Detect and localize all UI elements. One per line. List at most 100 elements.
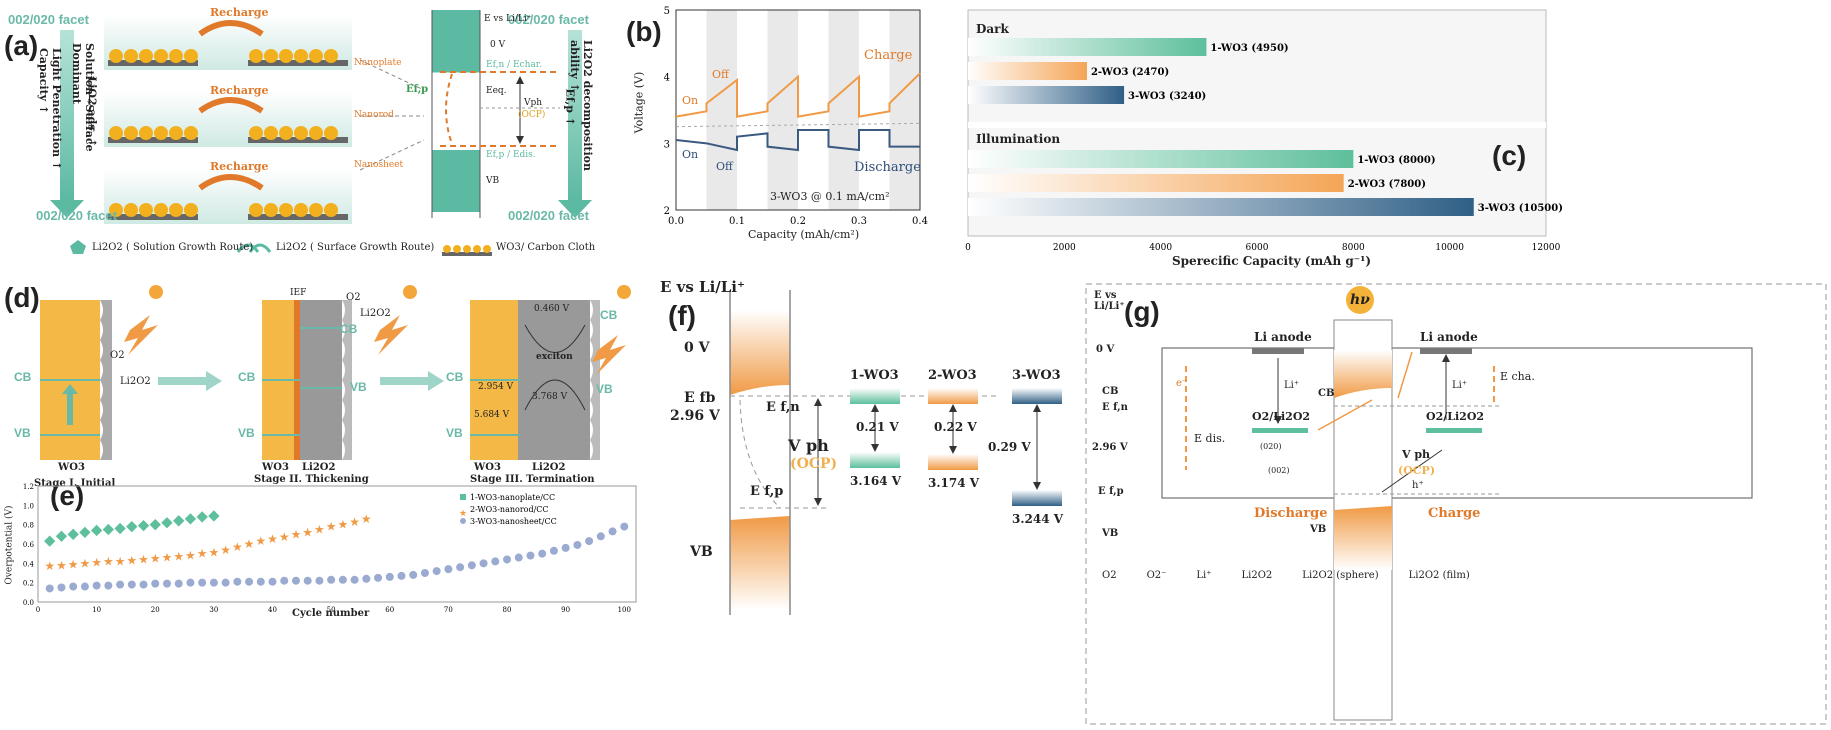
li-anode-label: Li anode [1420, 330, 1478, 344]
recharge-label: Recharge [210, 6, 269, 19]
facet-label: 002/020 facet [8, 12, 89, 27]
point-nanorod: ★ [302, 525, 313, 539]
point-nanoplate [126, 520, 138, 533]
series-line-charge [675, 72, 921, 118]
o2-label: O2 [110, 350, 125, 361]
energy-value: 5.684 V [474, 410, 510, 420]
point-nanosheet [514, 553, 523, 562]
bar [968, 150, 1354, 168]
point-nanorod: ★ [197, 547, 208, 561]
x-tick: 30 [209, 606, 218, 614]
substrate [248, 214, 348, 220]
y-tick: 0.6 [23, 541, 35, 549]
point-nanosheet [57, 583, 66, 592]
off-shade [828, 10, 859, 210]
wo3-sphere [139, 126, 153, 140]
vb-label: VB [14, 426, 31, 440]
wo3-sphere [124, 203, 138, 217]
zero-v-label: 0 V [684, 340, 710, 356]
legend-marker [460, 518, 466, 524]
point-nanosheet [92, 581, 101, 590]
wo3-sphere [264, 49, 278, 63]
edis-label: E dis. [1194, 432, 1226, 445]
e-vs-label: E vs Li/Li⁺ [1094, 290, 1125, 312]
li-plus-label: Li⁺ [1452, 380, 1468, 391]
eeq-label: Eeq. [486, 86, 507, 96]
point-nanorod: ★ [115, 554, 126, 568]
substrate [108, 60, 198, 66]
wo3-sphere [109, 203, 123, 217]
point-nanorod: ★ [80, 556, 91, 570]
group-divider [968, 122, 1546, 128]
efp-arrow-text: Ef,p ↑ [563, 88, 577, 126]
y-tick: 5 [664, 6, 670, 17]
wo3-sphere [249, 203, 263, 217]
wo3-sphere [184, 203, 198, 217]
gap-2: 0.22 V [934, 420, 977, 434]
vb-inner-label: VB [1310, 524, 1327, 535]
point-nanosheet [139, 580, 148, 589]
li2o2-label: Li2O2 [360, 308, 391, 319]
charge-label: Charge [864, 48, 913, 63]
vph-label: V ph [788, 436, 829, 455]
point-nanosheet [45, 584, 54, 593]
legend-entry: 2-WO3-nanorod/CC [470, 505, 549, 514]
legend-o2-minus: O2⁻ [1146, 570, 1167, 581]
point-nanosheet [362, 574, 371, 583]
x-tick: 8000 [1342, 243, 1365, 253]
nanorod-label: Nanorod [354, 110, 394, 120]
x-tick: 0 [965, 243, 971, 253]
point-nanoplate [67, 528, 79, 540]
point-nanosheet [467, 561, 476, 570]
bar-label: 1-WO3 (8000) [1357, 155, 1435, 166]
zero-v-label: 0 V [490, 40, 506, 50]
wo3-sphere [124, 126, 138, 140]
panel-g-label: (g) [1124, 296, 1160, 327]
x-tick: 10 [92, 606, 101, 614]
panel-c-label: (c) [1492, 140, 1527, 171]
gap-1: 0.21 V [856, 420, 899, 434]
efp-label: Ef,p [406, 84, 429, 95]
point-nanorod: ★ [232, 540, 243, 554]
wo3-sphere [169, 49, 183, 63]
x-tick: 40 [268, 606, 277, 614]
condition-label: 3-WO3 @ 0.1 mA/cm² [770, 190, 890, 203]
zero-v-label: 0 V [1096, 344, 1115, 355]
point-nanorod: ★ [314, 523, 325, 537]
li2o2-label: Li2O2 [120, 376, 151, 387]
panel-b-label: (b) [626, 16, 662, 47]
point-nanoplate [90, 524, 103, 537]
point-nanosheet [80, 582, 89, 591]
facet-label: 002/020 facet [508, 208, 589, 223]
wo3-sphere [139, 203, 153, 217]
wo3-label: WO3 [474, 462, 501, 473]
x-tick: 50 [327, 606, 336, 614]
wo3-sphere [294, 49, 308, 63]
lio2-ads-text: LiO2 ads. ↑ [85, 76, 99, 148]
cb-label: CB [238, 370, 256, 384]
legend-sphere [443, 245, 451, 253]
legend-sphere [483, 245, 491, 253]
e-vs-label: E vs Li/Li⁺ [484, 14, 532, 24]
recharge-label: Recharge [210, 84, 269, 97]
point-nanorod: ★ [91, 555, 102, 569]
wo3-sphere [264, 203, 278, 217]
point-nanosheet [608, 527, 617, 536]
nanosheet-label: Nanosheet [354, 160, 404, 170]
panel-e: (e) 1-WO3-nanoplate/CC★★★★★★★★★★★★★★★★★★… [0, 480, 660, 730]
point-nanorod: ★ [44, 559, 55, 573]
legend-sphere [473, 245, 481, 253]
point-nanosheet [245, 577, 254, 586]
x-tick: 90 [561, 606, 570, 614]
e-ylabel: Overpotential (V) [4, 505, 15, 585]
y-tick: 0.2 [23, 580, 34, 588]
point-nanosheet [479, 559, 488, 568]
panel-c: 1-WO3 (4950)2-WO3 (2470)3-WO3 (3240)1-WO… [962, 0, 1831, 270]
substrate [248, 60, 348, 66]
y-tick: 2 [664, 206, 670, 217]
mechanism-diagram [1085, 283, 1827, 725]
bar-label: 1-WO3 (4950) [1210, 43, 1288, 54]
cb-label: CB [600, 308, 618, 322]
wo3-label: WO3 [58, 462, 85, 473]
